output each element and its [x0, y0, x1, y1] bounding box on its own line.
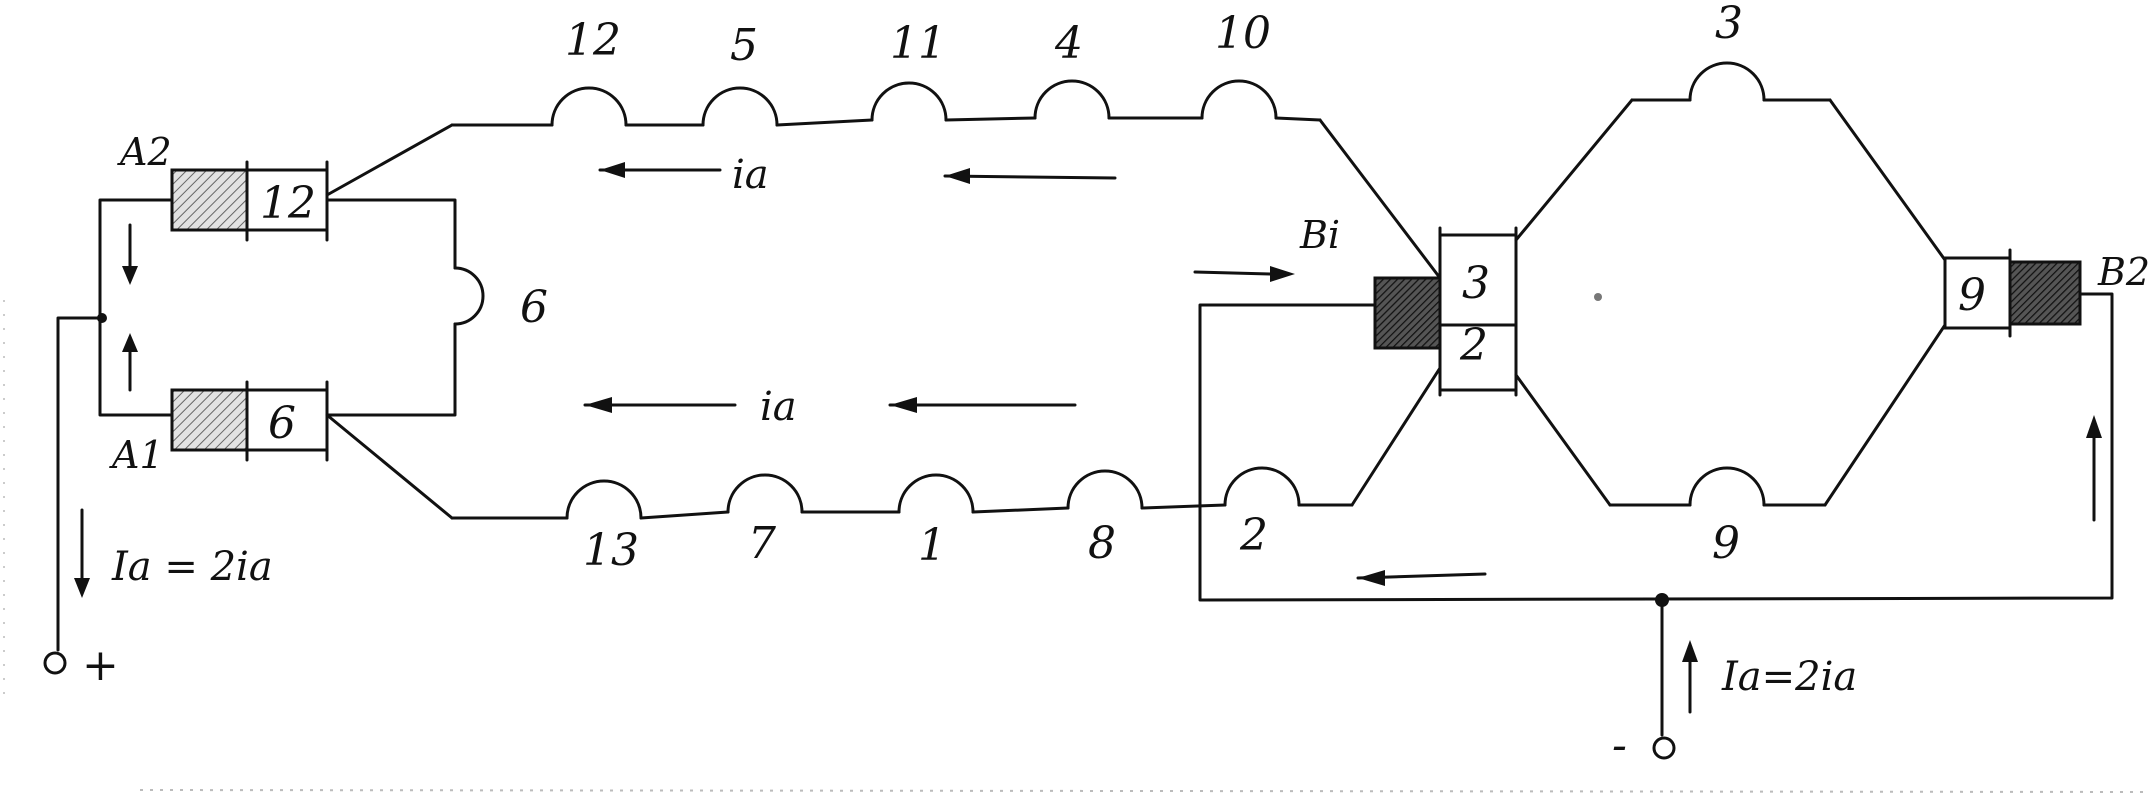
segment-3-label: 3 — [1462, 258, 1490, 309]
total-current-right: Ia=2ia — [1721, 654, 1857, 700]
segment-9-box — [1943, 256, 2012, 330]
top-branch-current: ia — [732, 152, 769, 198]
bottom-coil-3-label: 1 — [918, 520, 946, 571]
terminal-plus-label: + — [82, 640, 119, 691]
right-hexagon: 3 9 — [1514, 0, 1947, 569]
terminal-plus-node — [43, 651, 67, 675]
scan-artifacts — [3, 293, 2151, 793]
terminal-minus-label: - — [1612, 720, 1627, 771]
brush-a1 — [170, 388, 249, 452]
brush-b2 — [2008, 260, 2082, 326]
segment-3-box — [1438, 233, 1518, 327]
bottom-branch-current: ia — [760, 384, 797, 430]
lower-right-coil-label: 9 — [1712, 518, 1740, 569]
loop-coil-6-label: 6 — [520, 282, 548, 333]
brush-b1 — [1373, 276, 1442, 350]
brush-a1-label: A1 — [109, 433, 164, 477]
brush-a2-group: A2 12 — [117, 130, 329, 242]
segment-2-label: 2 — [1459, 320, 1488, 371]
terminal-minus-node — [1652, 736, 1676, 760]
bottom-coil-1-label: 13 — [583, 525, 639, 576]
bottom-coil-4-label: 8 — [1088, 518, 1116, 569]
brush-b2-group: 9 B2 — [1943, 248, 2150, 338]
segment-6-label: 6 — [268, 398, 296, 449]
segment-9-label: 9 — [1958, 270, 1986, 321]
brush-a2 — [170, 168, 249, 232]
top-coil-2-label: 5 — [730, 20, 758, 71]
bottom-coil-5-label: 2 — [1239, 510, 1268, 561]
top-branch: 12 5 11 4 10 ia — [325, 8, 1442, 280]
bottom-coil-2-label: 7 — [748, 518, 776, 569]
total-current-left: Ia = 2ia — [111, 544, 273, 590]
right-return-bus: - Ia=2ia — [1198, 292, 2114, 771]
brush-a1-group: A1 6 — [109, 380, 329, 477]
top-coil-4-label: 4 — [1054, 18, 1083, 69]
brush-b1-group: 3 2 Bi — [1193, 213, 1518, 397]
segment-12-label: 12 — [260, 178, 316, 229]
upper-right-coil-label: 3 — [1715, 0, 1743, 49]
left-bus: + Ia = 2ia — [43, 198, 273, 691]
loop-coil-6: 6 — [325, 198, 548, 417]
top-coil-1-label: 12 — [565, 15, 621, 66]
top-coil-3-label: 11 — [890, 18, 946, 69]
bottom-branch: 13 7 1 8 2 ia — [325, 366, 1442, 576]
top-coil-5-label: 10 — [1215, 8, 1271, 59]
brush-a2-label: A2 — [117, 130, 172, 174]
brush-b1-label: Bi — [1299, 213, 1340, 257]
brush-b2-label: B2 — [2097, 250, 2150, 294]
